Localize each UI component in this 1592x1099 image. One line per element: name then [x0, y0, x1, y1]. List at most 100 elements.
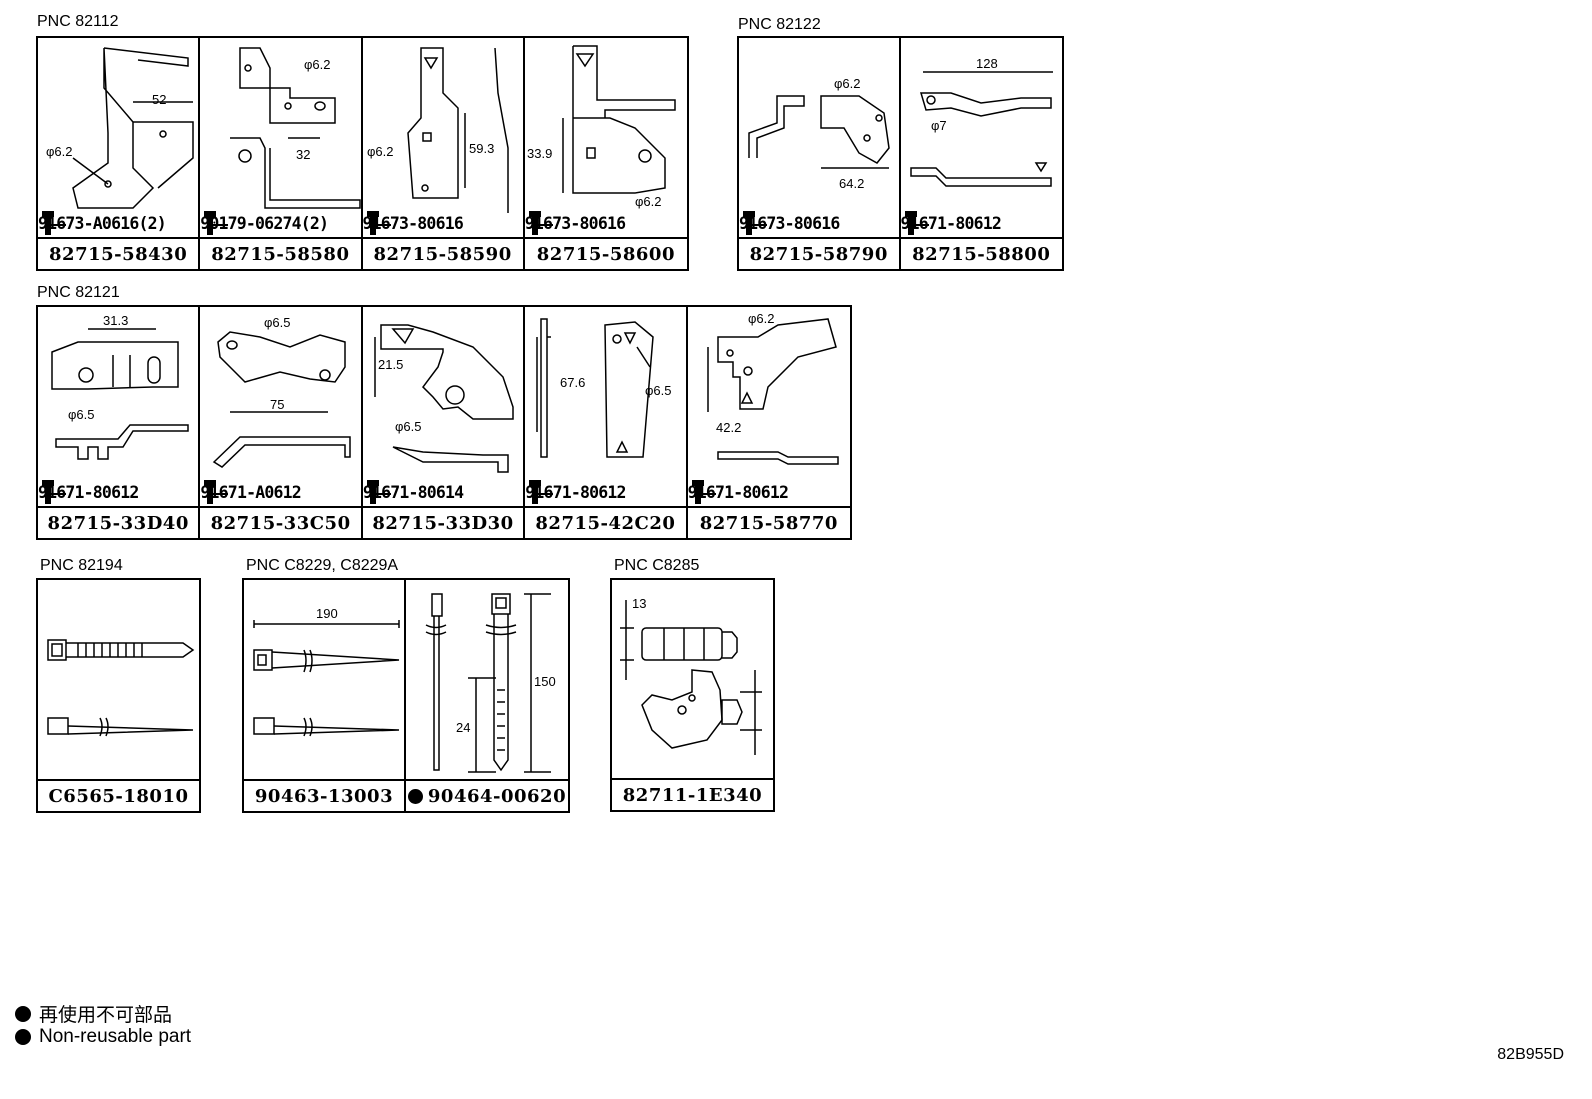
- bracket-drawing: 67.6 φ6.5: [536, 318, 672, 458]
- part-cell-90463-13003[interactable]: 190 90463-13003: [244, 580, 406, 811]
- part-cell-82715-58590[interactable]: φ6.2 59.3 91673-80616 82715-58590: [362, 38, 525, 269]
- part-number: 90464-00620: [406, 779, 568, 811]
- dim-label: 21.5: [378, 357, 403, 372]
- bolt-row: 91671-80614: [362, 478, 523, 506]
- part-number: 82715-58580: [200, 237, 361, 269]
- part-number: 82711-1E340: [612, 778, 773, 810]
- legend-en-text: Non-reusable part: [39, 1026, 192, 1047]
- part-cell-82715-58790[interactable]: φ6.2 64.2 91673-80616 82715-58790: [739, 38, 901, 269]
- dim-label: φ6.5: [645, 383, 672, 398]
- dim-label: 32: [296, 147, 310, 162]
- dim-label: 52: [152, 92, 166, 107]
- part-number: 90463-13003: [244, 779, 404, 811]
- dim-label: 42.2: [716, 420, 741, 435]
- non-reusable-dot-icon: [15, 1005, 31, 1022]
- part-cell-82715-42C20[interactable]: 67.6 φ6.5 91671-80612 82715-42C20: [525, 307, 688, 538]
- bolt-row: 91671-80612: [687, 478, 850, 506]
- non-reusable-dot-icon: [15, 1029, 31, 1045]
- dim-label: φ6.2: [834, 76, 861, 91]
- bolt-part-number: 91673-A0616(2): [38, 213, 167, 233]
- bolt-icon: [366, 480, 391, 504]
- part-cell-90464-00620[interactable]: 150 24 90464-00620: [406, 580, 568, 811]
- bolt-row: 91671-80612: [38, 478, 198, 506]
- bolt-part-number: 91671-80614: [362, 482, 464, 502]
- part-number: 82715-33C50: [200, 506, 361, 538]
- dim-label: 67.6: [560, 375, 585, 390]
- dim-label: φ6.5: [264, 315, 291, 330]
- pnc-82122-label: PNC 82122: [738, 16, 821, 33]
- part-number: 82715-33D30: [362, 506, 524, 538]
- part-cell-82715-58800[interactable]: 128 φ7 91671-80612 82715-58800: [900, 38, 1062, 269]
- part-cell-C6565-18010[interactable]: C6565-18010: [38, 580, 199, 811]
- part-number: 82715-58430: [38, 237, 199, 269]
- cable-tie-drawing: 150 24: [425, 593, 556, 773]
- cable-tie-drawing: 190: [253, 606, 400, 737]
- dim-label: φ7: [931, 118, 947, 133]
- bolt-part-number: 91671-80612: [38, 482, 139, 502]
- part-cell-82715-58580[interactable]: φ6.2 32 90179-06274(2) 82715-58580: [200, 38, 363, 269]
- pnc-c8229-label: PNC C8229, C8229A: [246, 557, 399, 574]
- dim-label: φ6.2: [635, 194, 662, 209]
- bolt-row: 91673-80616: [525, 209, 687, 237]
- bolt-icon: [743, 211, 767, 235]
- legend-ja: 再使用不可部品: [15, 1000, 172, 1027]
- clamp-drawing: 13: [620, 596, 762, 755]
- bolt-icon: [529, 480, 554, 504]
- part-number: 82715-58800: [900, 237, 1062, 269]
- dim-label: 75: [270, 397, 284, 412]
- pnc-c8285-group: 13 82711-1E340: [610, 578, 775, 812]
- diagram-code: 82B955D: [1497, 1046, 1564, 1063]
- part-cell-82715-33D40[interactable]: 31.3 φ6.5 91671-80612 82715-33D40: [38, 307, 201, 538]
- part-number: 82715-58600: [524, 237, 687, 269]
- dim-label: φ6.5: [68, 407, 95, 422]
- part-cell-82711-1E340[interactable]: 13 82711-1E340: [612, 580, 773, 810]
- bracket-drawing: φ6.5 75: [213, 315, 352, 468]
- bolt-part-number: 91671-80612: [525, 482, 626, 502]
- bolt-icon: [366, 211, 391, 235]
- bolt-row: 91673-A0616(2): [38, 209, 198, 237]
- part-cell-82715-58770[interactable]: φ6.2 42.2 91671-80612 82715-58770: [687, 307, 851, 538]
- non-reusable-dot-icon: [407, 788, 423, 804]
- bracket-drawing: 128 φ7: [909, 56, 1053, 187]
- bolt-icon: [42, 480, 66, 504]
- bolt-icon: [204, 480, 229, 504]
- pnc-82194-group: C6565-18010: [36, 578, 201, 813]
- bolt-row: 91673-80616: [363, 209, 523, 237]
- dim-label: φ6.2: [367, 144, 394, 159]
- bolt-row: 91673-80616: [739, 209, 899, 237]
- bracket-drawing: 31.3 φ6.5: [51, 313, 189, 460]
- bolt-row: 90179-06274(2): [200, 209, 360, 237]
- dim-label: φ6.5: [395, 419, 422, 434]
- bolt-part-number: 91671-80612: [687, 482, 789, 502]
- part-cell-82715-33D30[interactable]: 21.5 φ6.5 91671-80614 82715-33D30: [362, 307, 526, 538]
- bracket-drawing: φ6.2 32: [230, 47, 361, 209]
- bolt-icon: [691, 480, 716, 504]
- part-cell-82715-33C50[interactable]: φ6.5 75 91671-A0612 82715-33C50: [200, 307, 363, 538]
- part-cell-82715-58430[interactable]: φ6.2 52 91673-A0616(2) 82715-58430: [38, 38, 201, 269]
- dim-label: 64.2: [839, 176, 864, 191]
- pnc-82122-group: φ6.2 64.2 91673-80616 82715-58790 128 φ7…: [737, 36, 1064, 271]
- part-cell-82715-58600[interactable]: 33.9 φ6.2 91673-80616 82715-58600: [524, 38, 687, 269]
- bolt-part-number: 91673-80616: [739, 213, 840, 233]
- pnc-82112-label: PNC 82112: [37, 13, 119, 30]
- bracket-drawing: φ6.2 52: [46, 47, 194, 209]
- bolt-icon: [42, 211, 66, 235]
- bolt-icon: [528, 211, 553, 235]
- bracket-drawing: φ6.2 59.3: [367, 47, 509, 213]
- legend-ja-text: 再使用不可部品: [39, 1005, 173, 1026]
- bolt-part-number: 91671-80612: [900, 213, 1002, 233]
- part-number: 82715-33D40: [38, 506, 199, 538]
- bracket-drawing: 21.5 φ6.5: [374, 324, 514, 473]
- dim-label: 190: [316, 606, 338, 621]
- part-number: C6565-18010: [38, 779, 199, 811]
- dim-label: 13: [632, 596, 646, 611]
- cable-tie-drawing: [47, 639, 195, 737]
- pnc-c8285-label: PNC C8285: [614, 557, 700, 574]
- bolt-icon: [204, 211, 229, 235]
- part-number: 82715-58590: [362, 237, 523, 269]
- pnc-c8229-group: 190 90463-13003 150 24 90464-00620: [242, 578, 570, 813]
- bolt-row: 91671-A0612: [200, 478, 360, 506]
- bracket-drawing: φ6.2 64.2: [748, 76, 890, 191]
- dim-label: 31.3: [103, 313, 128, 328]
- part-number: 82715-42C20: [525, 506, 686, 538]
